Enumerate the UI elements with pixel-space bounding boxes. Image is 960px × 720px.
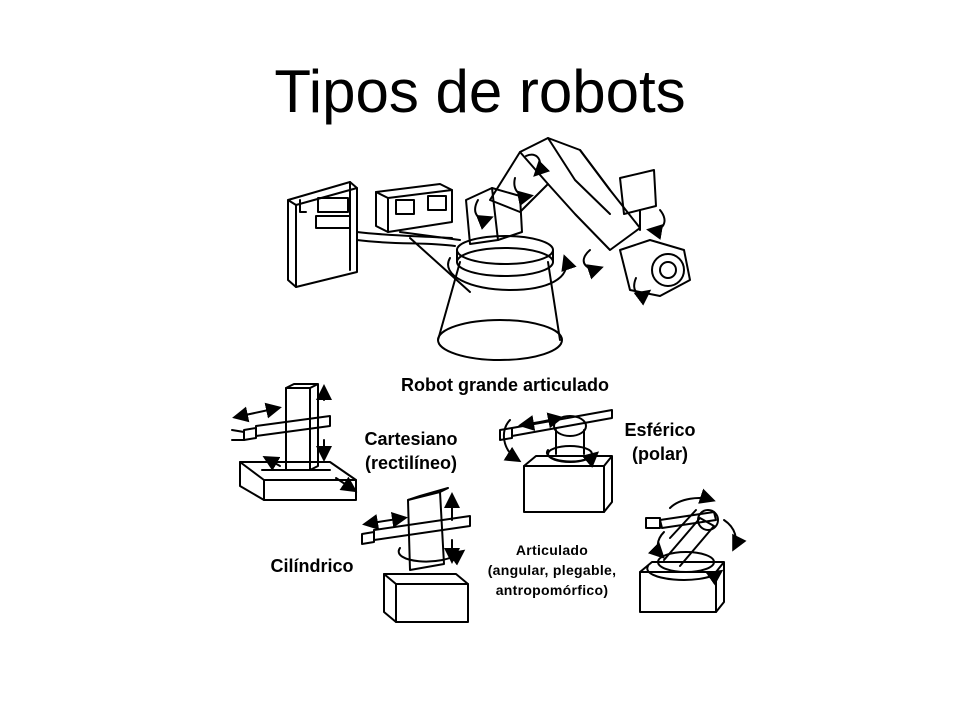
label-large-articulated-robot: Robot grande articulado (400, 375, 609, 395)
label-articulated-line1: Articulado (515, 542, 589, 558)
label-articulated-line3: antropomórfico) (495, 582, 609, 598)
label-cylindrical: Cilíndrico (270, 556, 354, 576)
robot-wrist (619, 239, 691, 297)
label-articulated: Articulado (angular, plegable, antropomó… (472, 540, 632, 600)
label-spherical-line2: (polar) (632, 444, 688, 464)
label-cartesian-line2: (rectilíneo) (364, 453, 457, 473)
label-cartesian: Cartesiano (rectilíneo) (346, 427, 476, 475)
spherical-robot-drawing (499, 409, 613, 513)
robot-pedestal (437, 235, 563, 361)
label-articulated-line2: (angular, plegable, (487, 562, 617, 578)
label-spherical-line1: Esférico (624, 420, 696, 440)
cylindrical-robot-drawing (361, 487, 471, 623)
large-articulated-robot-drawing (287, 137, 691, 361)
label-cartesian-line1: Cartesiano (364, 429, 458, 449)
cartesian-robot-drawing (231, 383, 358, 501)
slide-title: Tipos de robots (274, 58, 686, 125)
controller-box (375, 183, 453, 233)
articulated-robot-drawing (639, 488, 747, 613)
control-cabinet (287, 181, 358, 288)
label-spherical: Esférico (polar) (612, 418, 708, 466)
